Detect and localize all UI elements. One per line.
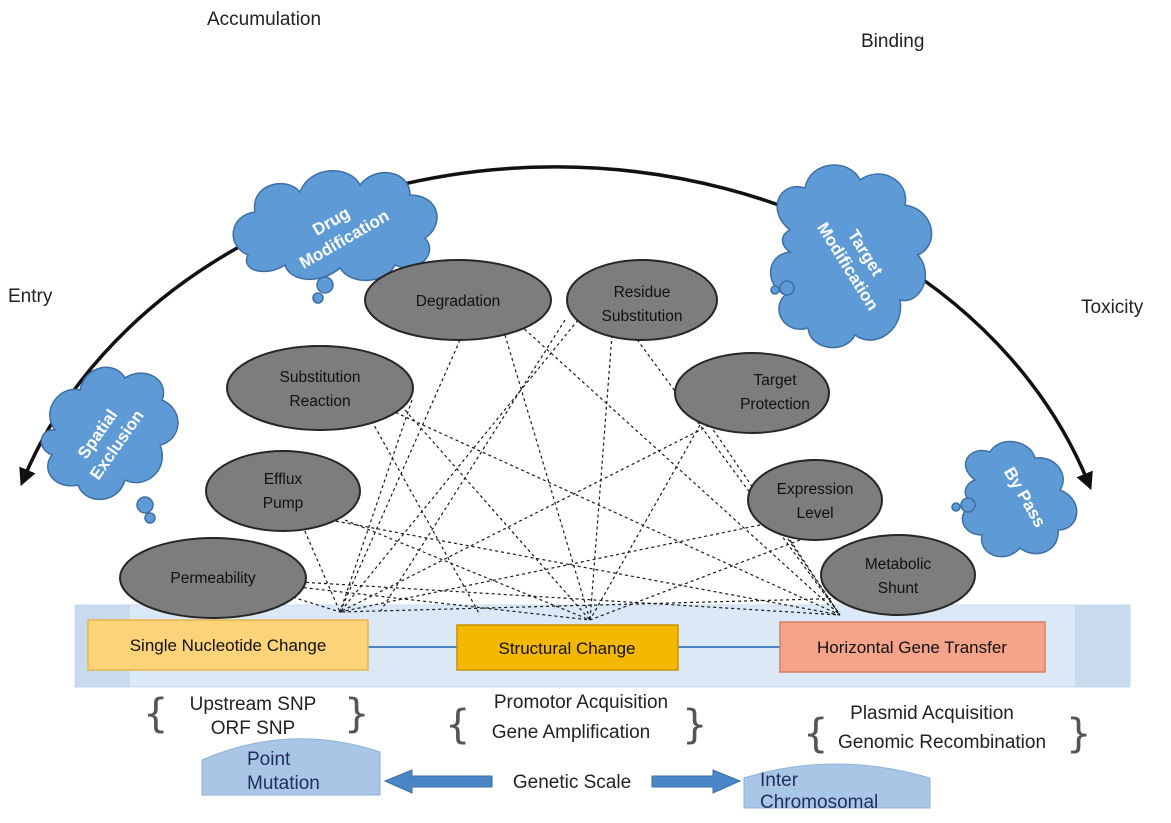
svg-text:}: }	[1066, 711, 1091, 757]
svg-text:{: {	[143, 691, 168, 737]
oval-target-protection: Target Protection	[674, 352, 830, 434]
label-binding: Binding	[861, 31, 924, 52]
scale-center-label: Genetic Scale	[513, 772, 631, 793]
cloud-by-pass: By Pass	[951, 440, 1078, 558]
subitem-upstream-snp: Upstream SNP	[190, 694, 317, 715]
svg-text:}: }	[344, 691, 369, 737]
svg-text:}: }	[682, 702, 707, 748]
oval-degradation: Degradation	[364, 259, 552, 341]
outer-arc	[19, 165, 1093, 491]
label-toxicity: Toxicity	[1081, 297, 1144, 318]
oval-efflux-line-1: Efflux	[264, 471, 303, 488]
oval-residue-line-1: Residue	[614, 284, 671, 301]
box-horizontal-gene-transfer: Horizontal Gene Transfer	[779, 621, 1046, 673]
oval-substitution-line-2: Reaction	[289, 393, 350, 410]
subitems-horizontal: { } Plasmid Acquisition Genomic Recombin…	[803, 703, 1091, 757]
oval-metabolic-shunt: Metabolic Shunt	[820, 534, 976, 616]
oval-permeability-label: Permeability	[170, 570, 256, 587]
oval-metabolic-line-1: Metabolic	[865, 556, 932, 573]
subitems-single: { } Upstream SNP ORF SNP	[143, 691, 369, 739]
cloud-drug-modification: Drug Modification	[232, 170, 438, 304]
oval-target-protection-line-1: Target	[753, 372, 797, 389]
box-horizontal-label: Horizontal Gene Transfer	[817, 638, 1007, 657]
subitems-structural: { } Promotor Acquisition Gene Amplificat…	[445, 692, 707, 748]
arrow-right-icon	[651, 769, 742, 794]
oval-metabolic-line-2: Shunt	[878, 580, 919, 597]
oval-efflux-pump: Efflux Pump	[205, 450, 361, 532]
subitem-promotor-acquisition: Promotor Acquisition	[494, 692, 668, 713]
box-single-label: Single Nucleotide Change	[130, 636, 327, 655]
scale-right-line-2: Chromosomal	[760, 792, 878, 813]
oval-residue-line-2: Substitution	[602, 308, 683, 325]
arrow-left-icon	[383, 769, 493, 794]
oval-expression-level: Expression Level	[747, 459, 883, 541]
label-accumulation: Accumulation	[207, 9, 321, 30]
subitem-genomic-recombination: Genomic Recombination	[838, 732, 1046, 753]
dashed-connections	[269, 319, 856, 621]
scale-point-mutation: Point Mutation	[201, 738, 381, 796]
oval-substitution-line-1: Substitution	[280, 369, 361, 386]
subitem-plasmid-acquisition: Plasmid Acquisition	[850, 703, 1014, 724]
oval-expression-line-1: Expression	[777, 481, 854, 498]
label-entry: Entry	[8, 286, 53, 307]
svg-text:{: {	[803, 711, 828, 757]
oval-permeability: Permeability	[119, 537, 307, 619]
cloud-spatial-exclusion: Spatial Exclusion	[40, 366, 179, 524]
box-structural-label: Structural Change	[498, 639, 635, 658]
oval-target-protection-line-2: Protection	[740, 396, 810, 413]
oval-residue-substitution: Residue Substitution	[566, 259, 718, 341]
scale-right-line-1: Inter	[760, 770, 799, 791]
oval-substitution-reaction: Substitution Reaction	[226, 345, 414, 431]
oval-expression-line-2: Level	[796, 505, 833, 522]
cloud-target-modification: Target Modification	[769, 164, 933, 349]
svg-text:{: {	[445, 702, 470, 748]
oval-efflux-line-2: Pump	[263, 495, 304, 512]
box-single-nucleotide-change: Single Nucleotide Change	[87, 619, 369, 671]
scale-left-line-2: Mutation	[247, 773, 320, 794]
scale-left-line-1: Point	[247, 749, 291, 770]
oval-degradation-label: Degradation	[416, 293, 500, 310]
subitem-orf-snp: ORF SNP	[211, 718, 295, 739]
subitem-gene-amplification: Gene Amplification	[492, 722, 650, 743]
scale-arrows: Genetic Scale	[383, 769, 742, 794]
scale-inter-chromosomal: Inter Chromosomal	[743, 763, 931, 813]
box-structural-change: Structural Change	[456, 624, 679, 671]
